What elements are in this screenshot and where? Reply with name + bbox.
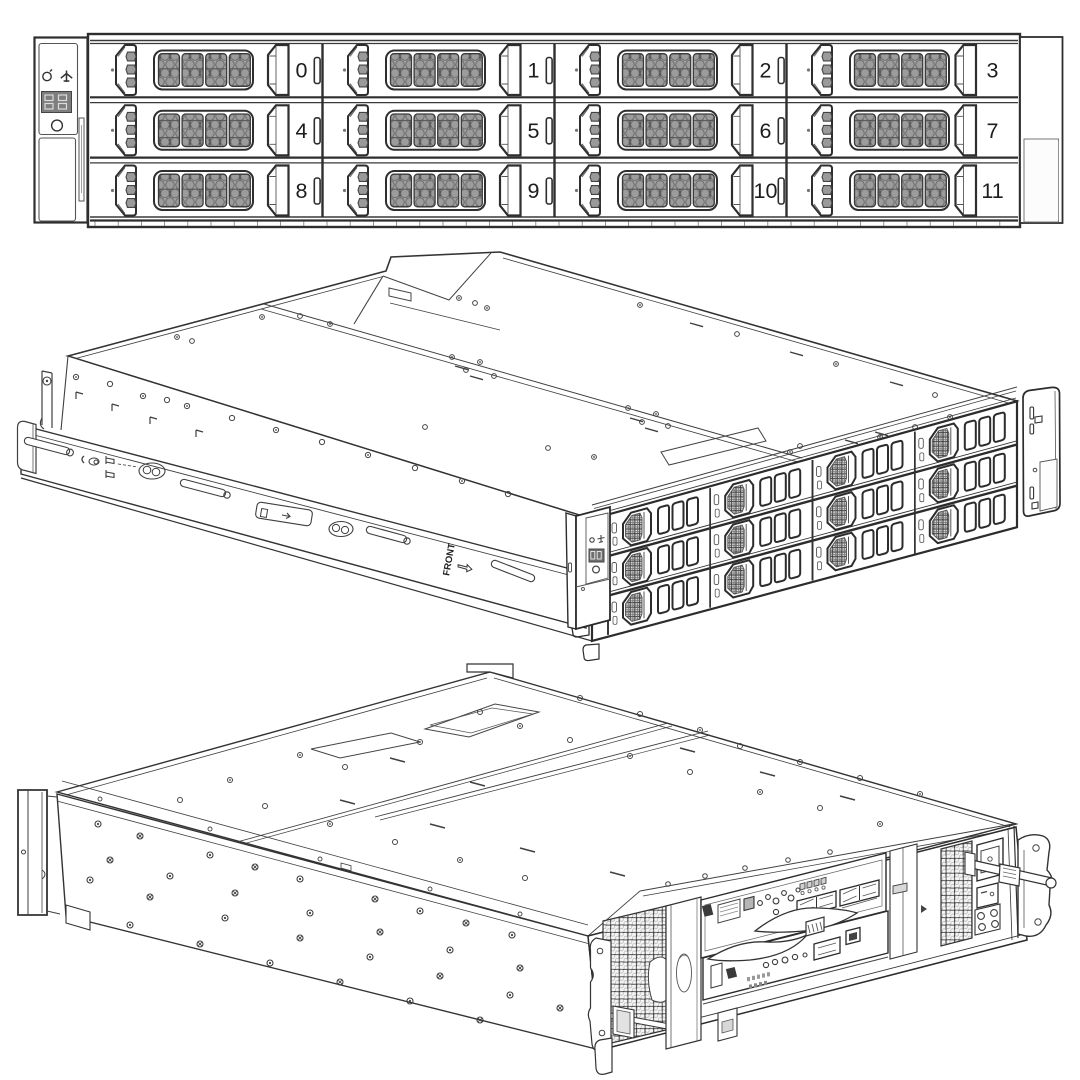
svg-text:4: 4 (296, 119, 308, 143)
svg-text:8: 8 (296, 179, 308, 203)
svg-text:3: 3 (987, 59, 999, 83)
svg-text:9: 9 (528, 179, 540, 203)
svg-text:0: 0 (296, 59, 308, 83)
svg-text:11: 11 (981, 179, 1003, 203)
svg-text:10: 10 (754, 179, 778, 203)
svg-text:6: 6 (760, 119, 772, 143)
svg-text:1: 1 (528, 59, 540, 83)
svg-text:5: 5 (528, 119, 540, 143)
svg-text:7: 7 (987, 119, 999, 143)
svg-text:2: 2 (760, 59, 772, 83)
